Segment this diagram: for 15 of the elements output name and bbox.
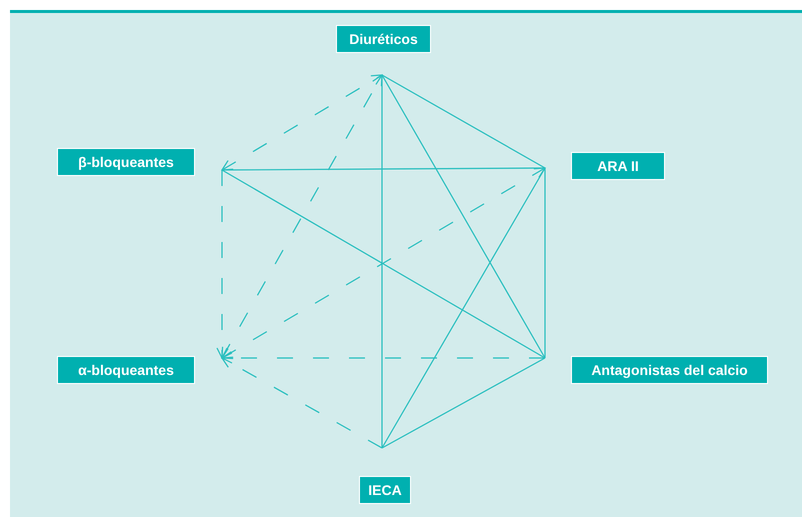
dashed-arrow: [216, 170, 228, 359]
drug-class-label: IECA: [359, 476, 411, 504]
dashed-arrow: [221, 74, 383, 171]
connector-line: [381, 74, 546, 358]
connector-line: [544, 168, 546, 358]
drug-class-label: β-bloqueantes: [57, 148, 195, 176]
dashed-arrow: [221, 352, 545, 364]
drug-class-label: Diuréticos: [336, 25, 431, 53]
drug-class-label: Antagonistas del calcio: [571, 356, 768, 384]
connector-line: [382, 74, 546, 169]
drug-class-label: ARA II: [571, 152, 665, 180]
connector-line: [381, 168, 546, 448]
connector-line: [382, 357, 546, 449]
drug-class-label: α-bloqueantes: [57, 356, 195, 384]
dashed-arrow: [221, 357, 382, 449]
